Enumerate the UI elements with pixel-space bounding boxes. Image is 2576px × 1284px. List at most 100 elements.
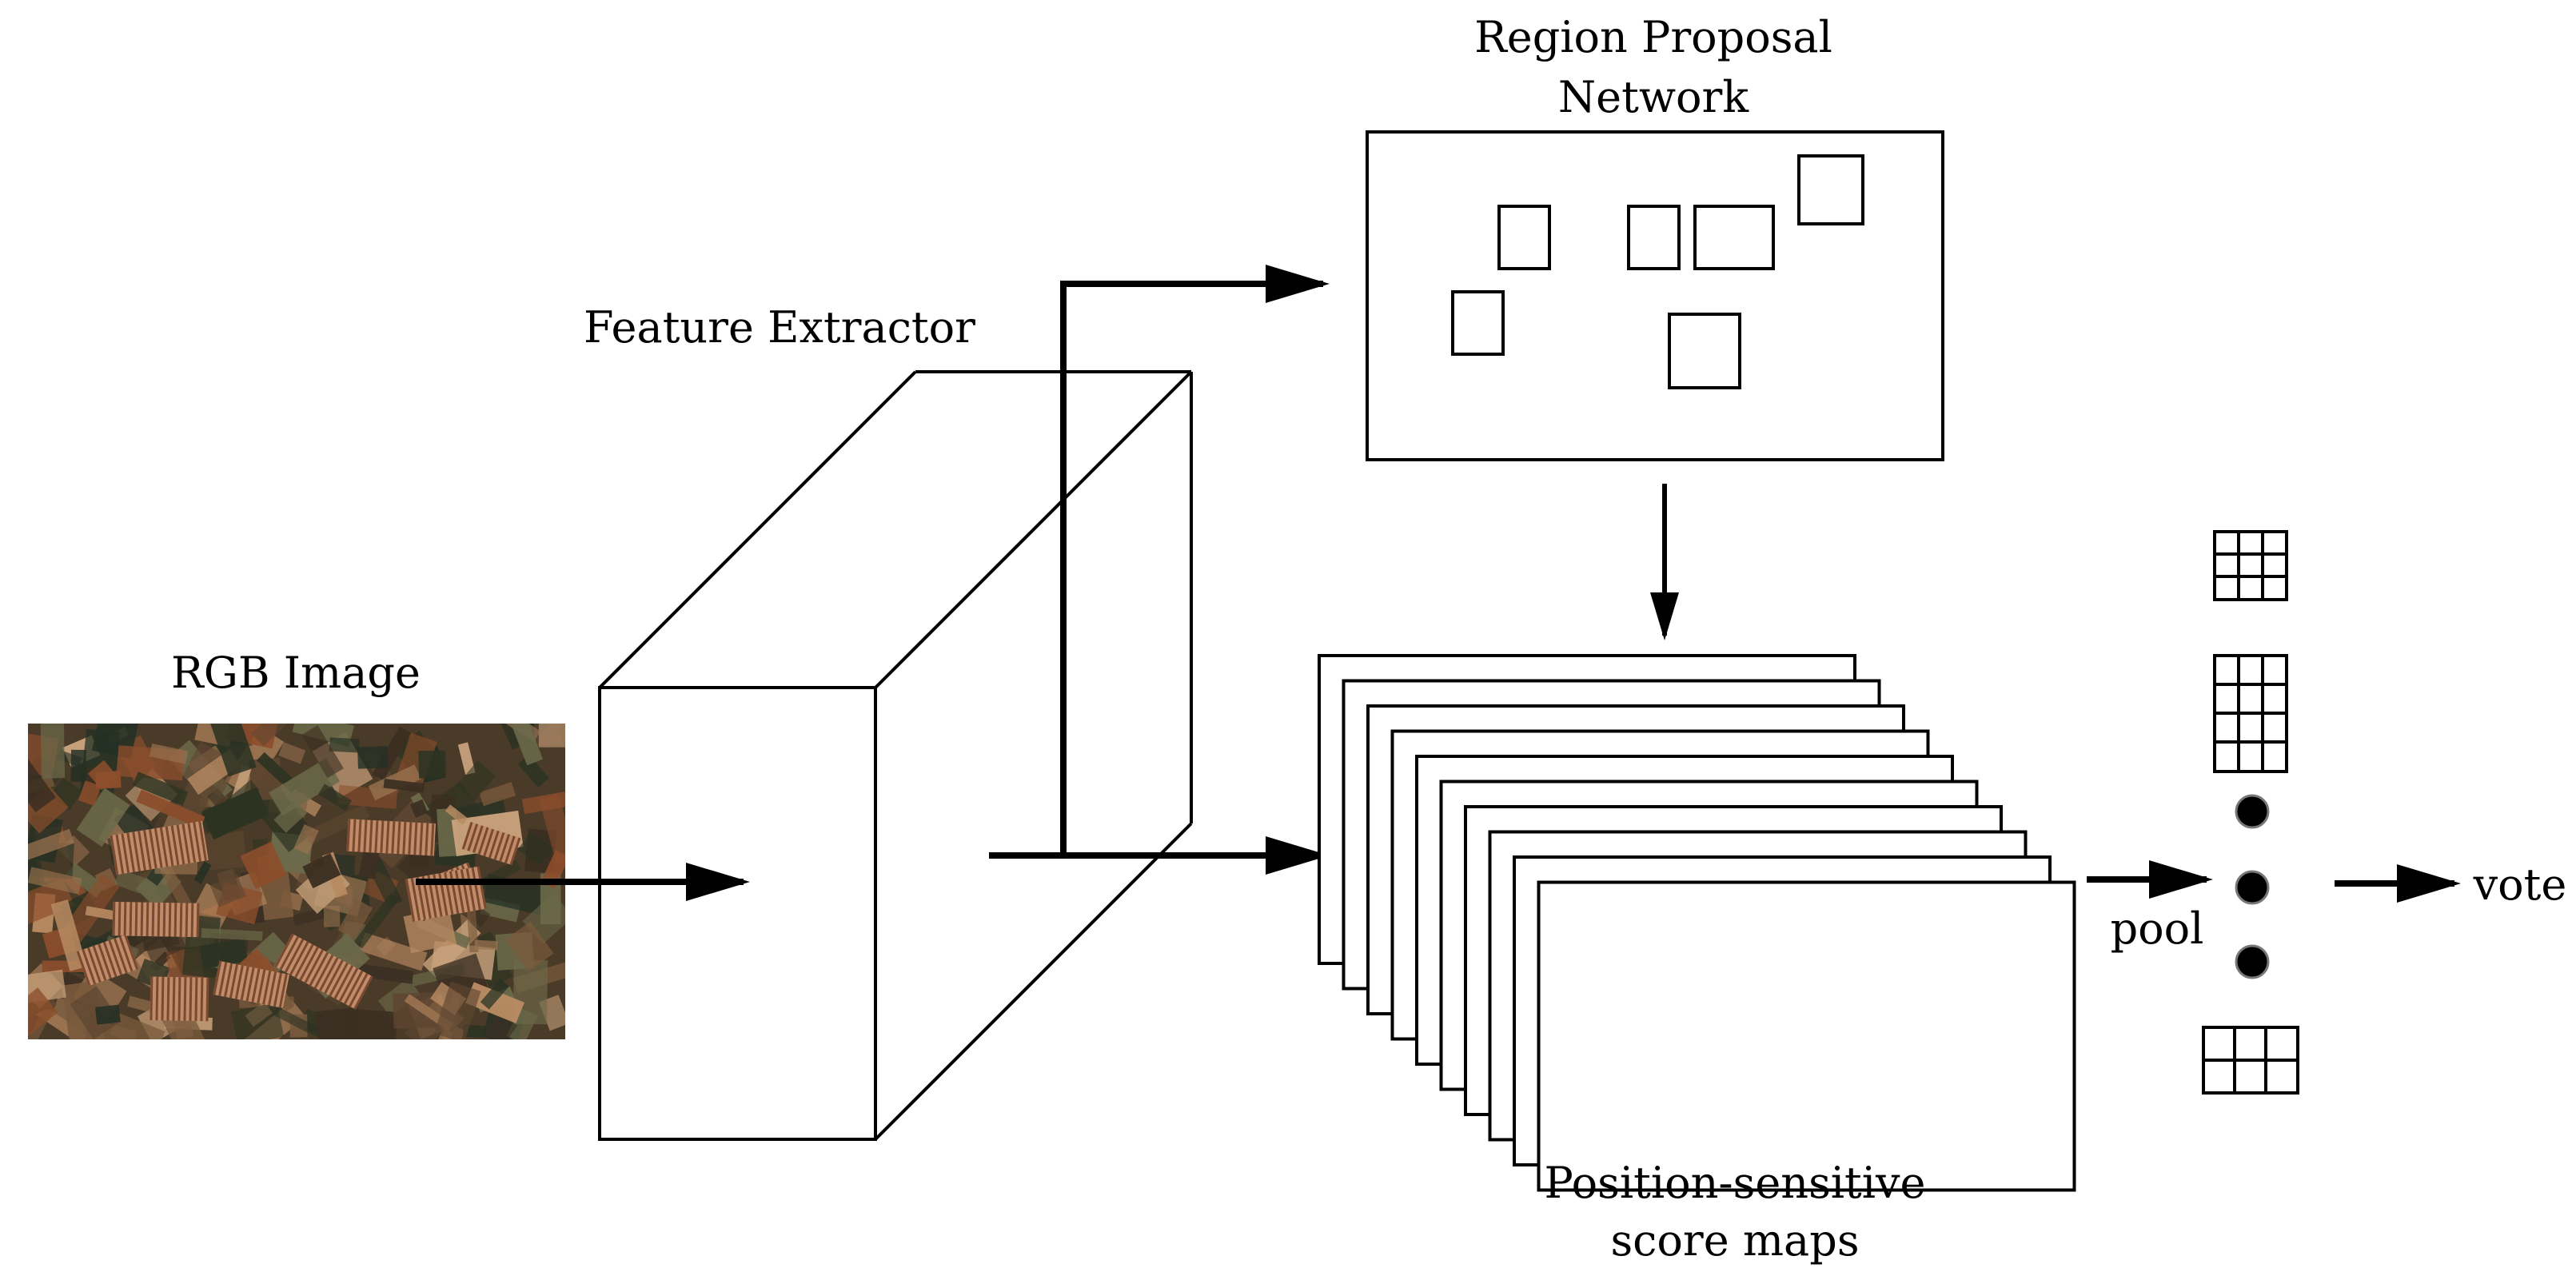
image-texture-patch — [302, 853, 341, 889]
rpn-label-line1: Region Proposal — [1474, 12, 1832, 62]
feature-extractor-label: Feature Extractor — [584, 302, 975, 353]
image-texture-patch — [28, 750, 56, 812]
score-map-layer — [1537, 880, 2076, 1192]
image-bark-piece — [112, 901, 200, 938]
image-texture-patch — [538, 724, 565, 748]
image-texture-patch — [433, 981, 481, 1039]
image-texture-patch — [301, 725, 344, 779]
image-texture-patch — [201, 787, 269, 840]
image-texture-patch — [28, 987, 58, 1039]
proposal-box — [1451, 290, 1505, 356]
score-maps-label-line1: Position-sensitive — [1544, 1158, 1925, 1208]
image-texture-patch — [192, 831, 247, 871]
image-texture-patch — [292, 907, 330, 926]
proposal-box — [1497, 205, 1551, 270]
image-texture-patch — [422, 919, 481, 979]
image-texture-patch — [278, 742, 306, 764]
image-texture-patch — [28, 969, 66, 1005]
image-texture-patch — [509, 724, 544, 766]
image-texture-patch — [315, 1007, 362, 1039]
arrow-extractor-to-rpn — [1060, 265, 1330, 855]
image-texture-patch — [201, 927, 263, 941]
image-texture-patch — [354, 963, 414, 984]
image-texture-patch — [456, 760, 496, 802]
image-texture-patch — [110, 1012, 165, 1039]
image-texture-patch — [28, 785, 69, 834]
image-texture-patch — [357, 746, 389, 769]
image-bark-piece — [213, 960, 290, 1008]
image-texture-patch — [517, 755, 549, 788]
image-texture-patch — [409, 799, 429, 818]
image-texture-patch — [136, 789, 205, 829]
image-texture-patch — [337, 898, 373, 940]
rgb-image-label: RGB Image — [171, 648, 421, 698]
grid-3x4 — [2213, 654, 2288, 773]
image-texture-patch — [273, 1006, 322, 1038]
image-texture-patch — [405, 1013, 443, 1039]
rgb-image — [28, 724, 565, 1039]
pool-label: pool — [2111, 903, 2204, 954]
image-texture-patch — [383, 778, 425, 793]
image-bark-piece — [110, 820, 209, 875]
image-texture-patch — [483, 1011, 518, 1039]
rpn-label-line2: Network — [1558, 72, 1749, 122]
proposal-box — [1693, 205, 1775, 270]
image-texture-patch — [149, 743, 189, 764]
grid-3x2-wide — [2202, 1026, 2299, 1095]
image-texture-patch — [78, 780, 102, 806]
image-texture-patch — [28, 867, 82, 895]
image-texture-patch — [445, 804, 469, 825]
image-texture-patch — [292, 724, 355, 748]
image-texture-patch — [207, 724, 257, 777]
image-texture-patch — [240, 841, 287, 890]
image-texture-patch — [40, 724, 66, 779]
region-proposal-network-box — [1366, 130, 1944, 461]
image-texture-patch — [87, 760, 118, 791]
grid-3x3 — [2213, 530, 2288, 601]
image-texture-patch — [273, 800, 308, 833]
image-texture-patch — [209, 874, 246, 907]
image-texture-patch — [539, 793, 565, 863]
image-texture-patch — [269, 758, 341, 816]
image-texture-patch — [463, 1024, 488, 1039]
image-texture-patch — [304, 803, 370, 845]
image-texture-patch — [293, 823, 319, 855]
proposal-box — [1627, 205, 1681, 270]
image-texture-patch — [517, 831, 554, 867]
image-texture-patch — [480, 979, 509, 1010]
image-texture-patch — [230, 1002, 285, 1039]
vote-label: vote — [2473, 859, 2567, 910]
proposal-box — [1797, 154, 1864, 225]
image-texture-patch — [479, 782, 516, 807]
image-texture-patch — [193, 861, 212, 884]
image-texture-patch — [70, 986, 121, 1039]
image-texture-patch — [474, 939, 498, 951]
image-texture-patch — [353, 893, 400, 949]
image-texture-patch — [114, 868, 146, 894]
image-bark-piece — [461, 821, 521, 866]
image-texture-patch — [251, 724, 295, 747]
image-texture-patch — [160, 865, 194, 912]
image-texture-patch — [457, 742, 476, 776]
image-texture-patch — [318, 784, 353, 811]
image-texture-patch — [76, 788, 130, 847]
image-texture-patch — [418, 750, 446, 779]
image-bark-piece — [346, 819, 436, 856]
image-bark-piece — [150, 976, 209, 1022]
feature-extractor-box — [598, 370, 1193, 1141]
image-texture-patch — [132, 772, 189, 806]
pooled-grids — [2202, 530, 2299, 1095]
image-texture-patch — [504, 921, 554, 972]
score-maps-stack — [1318, 654, 2076, 1192]
image-texture-patch — [323, 905, 341, 927]
image-texture-patch — [28, 828, 75, 867]
score-maps-label-line2: score maps — [1610, 1215, 1859, 1266]
image-bark-piece — [274, 933, 373, 1010]
image-texture-patch — [506, 1007, 538, 1039]
image-bark-piece — [76, 934, 138, 987]
image-texture-patch — [144, 929, 186, 963]
image-texture-patch — [95, 1004, 121, 1025]
image-texture-patch — [359, 932, 428, 971]
proposal-box — [1668, 313, 1741, 389]
